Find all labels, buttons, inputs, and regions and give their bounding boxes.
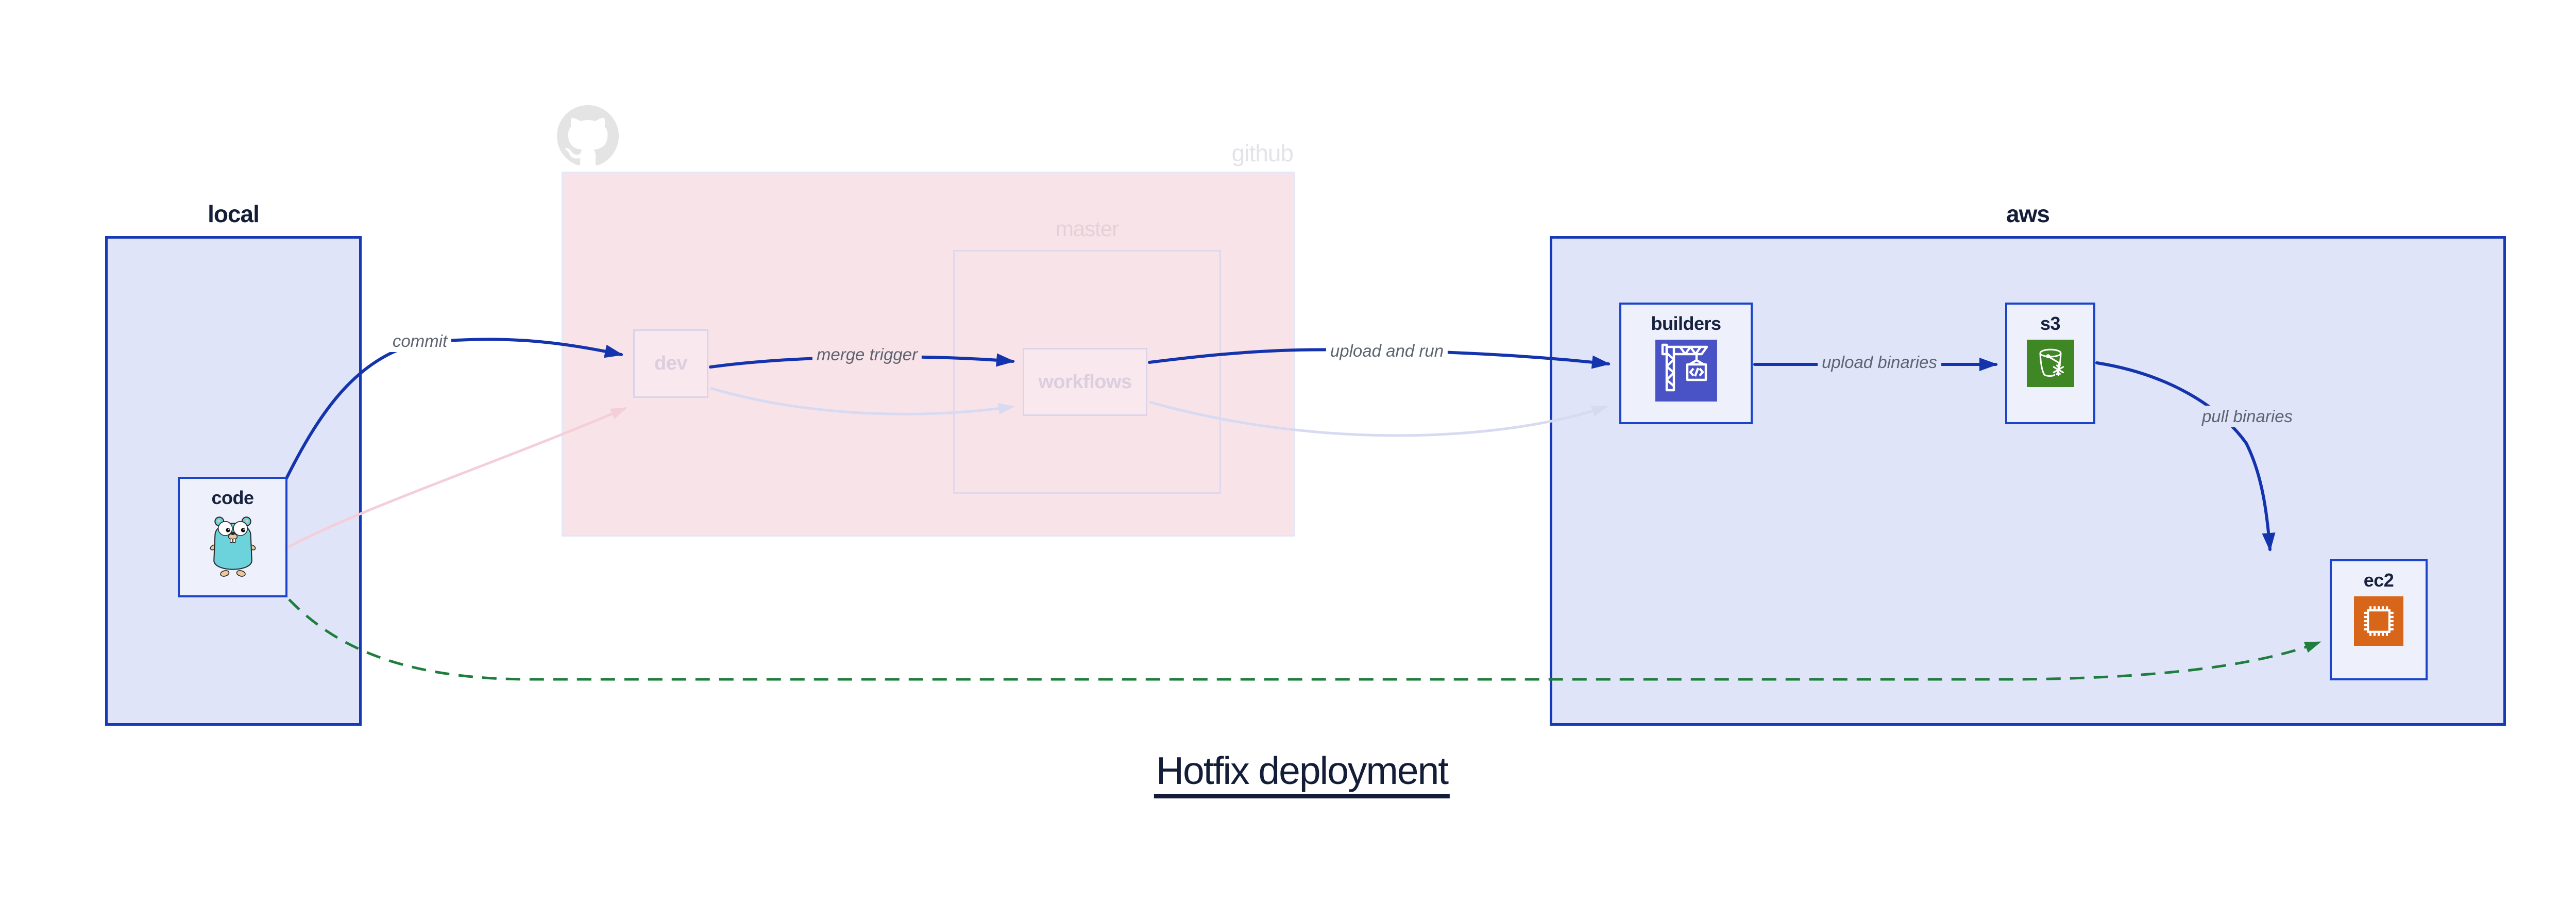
edge-label-pull-binaries: pull binaries [2197, 406, 2297, 427]
node-workflows-label: workflows [1038, 371, 1132, 393]
node-dev: dev [633, 329, 708, 398]
node-ec2-label: ec2 [2363, 570, 2394, 591]
diagram-title: Hotfix deployment [1154, 748, 1450, 798]
node-dev-label: dev [654, 353, 687, 374]
node-code-label: code [211, 487, 254, 508]
ec2-chip-icon [2354, 596, 2403, 648]
edge-label-upload-and-run: upload and run [1326, 340, 1448, 362]
master-branch-box [953, 250, 1221, 494]
go-gopher-icon [208, 514, 258, 581]
aws-group-label: aws [2006, 201, 2050, 227]
node-ec2: ec2 [2330, 559, 2428, 680]
node-workflows: workflows [1023, 348, 1147, 416]
node-builders-label: builders [1651, 313, 1721, 334]
local-group-label: local [208, 201, 260, 227]
node-code: code [178, 477, 287, 597]
edge-label-commit: commit [388, 330, 452, 352]
github-octocat-icon [557, 105, 619, 170]
edge-label-upload-binaries: upload binaries [1818, 352, 1941, 373]
edge-label-merge-trigger: merge trigger [812, 344, 922, 365]
s3-glacier-bucket-icon [2026, 340, 2074, 390]
codebuild-crane-icon [1655, 340, 1717, 404]
node-s3-label: s3 [2040, 313, 2061, 334]
github-group-label: github [1231, 140, 1294, 166]
node-builders: builders [1619, 303, 1753, 424]
master-branch-label: master [1055, 216, 1119, 241]
node-s3: s3 [2005, 303, 2095, 424]
